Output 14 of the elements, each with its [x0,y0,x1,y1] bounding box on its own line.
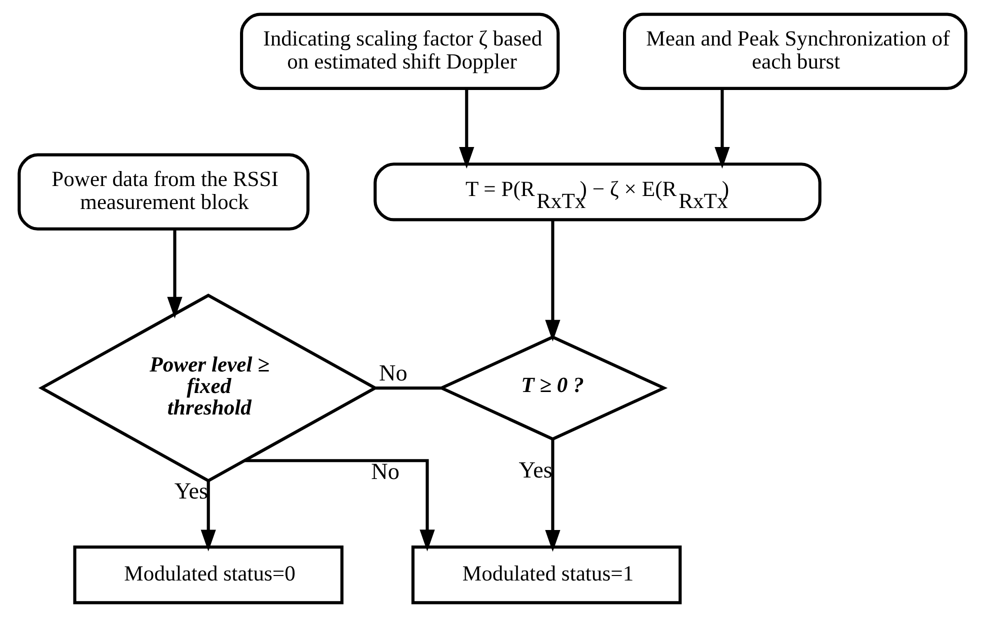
node-box: Modulated status=0 [73,546,344,604]
edge-label: No [378,360,408,386]
arrow [459,89,474,169]
node-box: Modulated status=1 [411,546,682,604]
arrow [714,89,730,169]
arrow [167,229,182,319]
node-box: Power data from the RSSI measurement block [18,153,310,231]
arrow [545,220,560,342]
node-box: Indicating scaling factor ζ based on estimated shift Doppler [240,12,560,90]
arrow [545,439,560,552]
arrow [200,480,216,552]
connector [376,386,442,390]
node-box: Mean and Peak Synchronization of each burst [623,12,968,90]
arrow [244,459,435,552]
